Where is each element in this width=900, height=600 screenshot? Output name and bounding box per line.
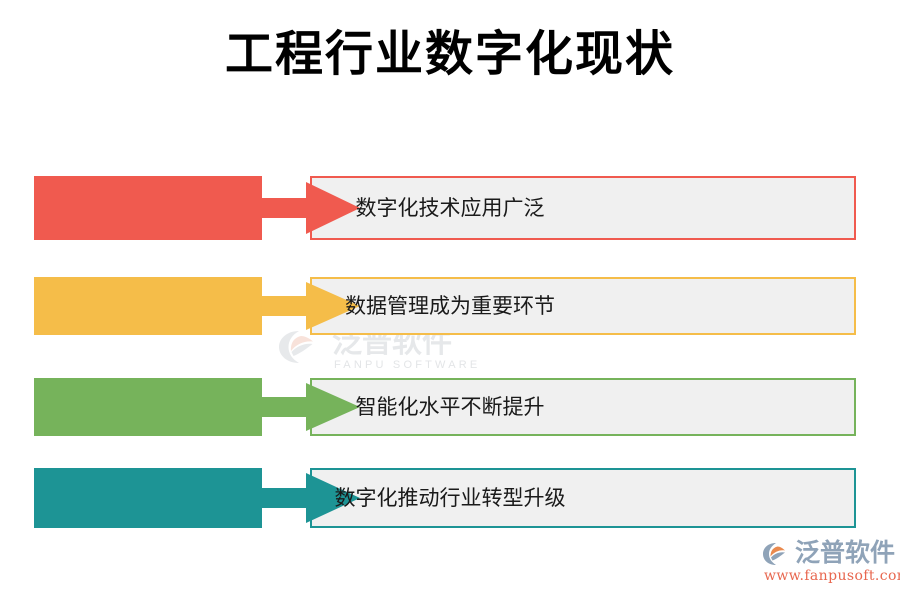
- brand-logo-url: www.fanpusoft.com: [764, 568, 900, 584]
- center-watermark: 泛普软件 FANPU SOFTWARE: [278, 326, 488, 376]
- row-text-box: [310, 176, 856, 240]
- diagram-row: 智能化水平不断提升: [0, 378, 900, 436]
- brand-logo-text: 泛普软件: [795, 538, 896, 567]
- arrow-shape: [34, 378, 360, 436]
- brand-logo: 泛普软件 www.fanpusoft.com: [762, 538, 900, 592]
- fanpu-swoosh-icon: [279, 331, 313, 363]
- page-title: 工程行业数字化现状: [224, 26, 675, 82]
- row-label: 数字化技术应用广泛: [355, 196, 545, 220]
- row-label: 数字化推动行业转型升级: [334, 486, 566, 510]
- watermark-subtext: FANPU SOFTWARE: [334, 359, 481, 371]
- row-label: 智能化水平不断提升: [355, 395, 545, 419]
- row-text-box: [310, 468, 856, 528]
- arrow-shape: [34, 176, 360, 240]
- row-text-box: [310, 378, 856, 436]
- diagram-row: 数字化技术应用广泛: [0, 176, 900, 240]
- fanpu-swoosh-icon: [763, 543, 785, 565]
- diagram-row: 数字化推动行业转型升级: [0, 468, 900, 528]
- row-label: 数据管理成为重要环节: [345, 294, 555, 318]
- arrow-shape: [34, 277, 360, 335]
- diagram-row: 数据管理成为重要环节: [0, 277, 900, 335]
- arrow-shape: [34, 468, 360, 528]
